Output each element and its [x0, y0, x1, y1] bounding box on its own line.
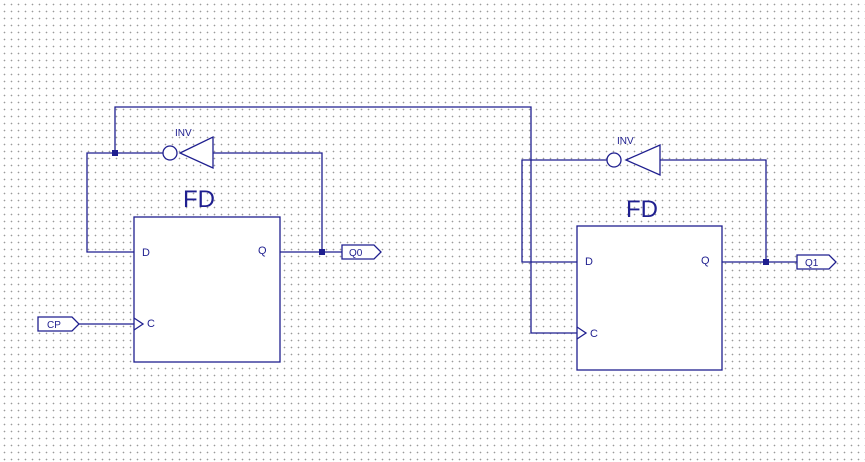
wire-inv0-to-clk1[interactable] — [114, 106, 577, 334]
flip-flop-1-body[interactable] — [576, 225, 723, 371]
wire-inv1-to-d1[interactable] — [521, 159, 607, 263]
port-q1-shape[interactable] — [796, 254, 837, 270]
port-clock[interactable]: CP — [37, 316, 80, 332]
inverter-0[interactable]: INV — [162, 128, 214, 170]
wire-inv0-to-d0[interactable] — [86, 152, 163, 253]
port-clock-label: CP — [47, 320, 61, 331]
inverter-0-bubble — [162, 145, 178, 161]
junction-q1 — [763, 259, 769, 265]
inverter-1-label: INV — [617, 136, 634, 147]
port-q0-shape[interactable] — [341, 244, 382, 260]
port-q1-label: Q1 — [805, 258, 819, 269]
flip-flop-1-pin-c: C — [590, 328, 598, 340]
port-q1[interactable]: Q1 — [796, 254, 837, 270]
inverter-0-label: INV — [175, 128, 192, 139]
flip-flop-0-pin-d: D — [142, 247, 150, 259]
port-clock-shape[interactable] — [37, 316, 80, 332]
inverter-1-bubble — [606, 152, 622, 168]
port-q0[interactable]: Q0 — [341, 244, 382, 260]
port-q0-label: Q0 — [349, 248, 363, 259]
flip-flop-0-pin-q: Q — [258, 245, 267, 257]
inverter-1-body[interactable] — [624, 144, 661, 176]
wire-q1-feedback[interactable] — [660, 159, 767, 262]
flip-flop-0-title: FD — [183, 186, 215, 213]
flip-flop-0-clock-marker — [133, 317, 145, 331]
flip-flop-0-body[interactable] — [133, 216, 281, 363]
flip-flop-0-pin-c: C — [147, 318, 155, 330]
flip-flop-1-title: FD — [626, 196, 658, 223]
wire-q0-feedback[interactable] — [213, 152, 323, 252]
flip-flop-0[interactable]: FD D Q C — [133, 186, 281, 363]
junction-q0 — [319, 249, 325, 255]
flip-flop-1-pin-d: D — [585, 256, 593, 268]
inverter-0-body[interactable] — [178, 135, 214, 170]
flip-flop-1-pin-q: Q — [701, 255, 710, 267]
flip-flop-1-clock-marker — [576, 326, 588, 340]
flip-flop-1[interactable]: FD D Q C — [576, 196, 723, 371]
junction-inv0-out — [112, 150, 118, 156]
inverter-1[interactable]: INV — [606, 136, 661, 176]
